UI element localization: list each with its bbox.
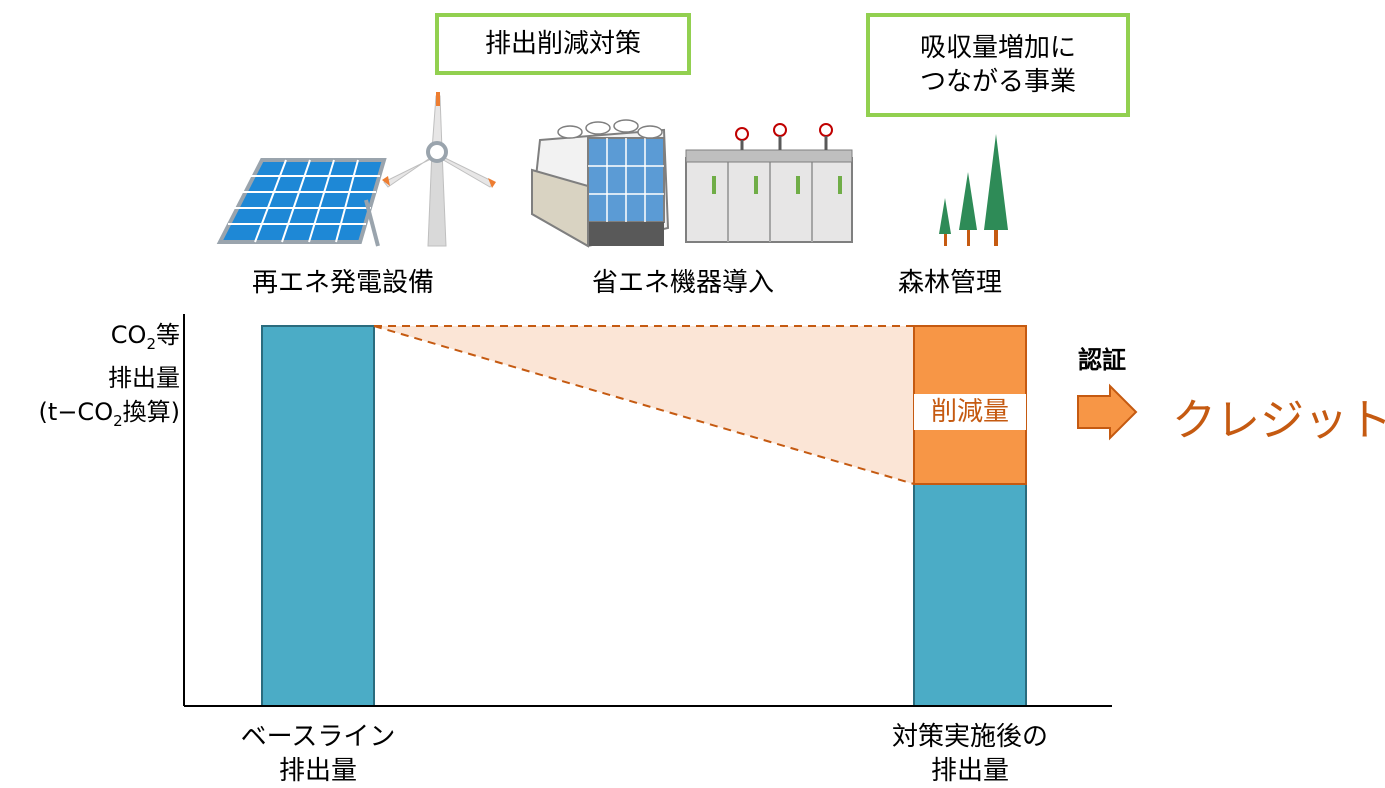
absorption-label-line1: 吸収量増加に [919, 33, 1076, 63]
baseline-bar [261, 325, 375, 707]
after-label-line1: 対策実施後の [891, 722, 1048, 752]
certification-label: 認証 [1078, 346, 1126, 374]
efficiency-label: 省エネ機器導入 [592, 268, 775, 298]
solar-panel-icon [216, 158, 387, 247]
air-conditioner-icon [530, 119, 670, 248]
y-axis-label: CO2等 排出量 (t−CO2換算) [0, 318, 180, 438]
boiler-units-icon [685, 123, 853, 243]
arrow-icon [1077, 383, 1138, 441]
after-label-line2: 排出量 [930, 756, 1009, 786]
baseline-label-line2: 排出量 [278, 756, 357, 786]
reduction-label: 削減量 [914, 394, 1026, 430]
reduction-measures-box: 排出削減対策 [435, 13, 691, 75]
trees-icon [939, 134, 1008, 246]
after-bar [913, 483, 1027, 707]
baseline-label: ベースライン 排出量 [218, 720, 418, 788]
forest-label: 森林管理 [898, 268, 1003, 298]
wind-turbine-icon [382, 92, 496, 247]
after-label: 対策実施後の 排出量 [860, 720, 1080, 788]
renewable-label: 再エネ発電設備 [252, 268, 435, 298]
y-axis-label-line2: 排出量 [108, 363, 180, 392]
baseline-label-line1: ベースライン [240, 722, 396, 752]
credit-label: クレジット [1172, 395, 1385, 446]
y-axis-label-line1: CO2等 [110, 321, 180, 353]
reduction-measures-label: 排出削減対策 [484, 29, 641, 59]
absorption-projects-box: 吸収量増加に つながる事業 [866, 13, 1130, 117]
y-axis-label-line3: (t−CO2換算) [38, 397, 180, 430]
absorption-label-line2: つながる事業 [919, 67, 1076, 97]
dashed-slope-line [373, 325, 915, 485]
